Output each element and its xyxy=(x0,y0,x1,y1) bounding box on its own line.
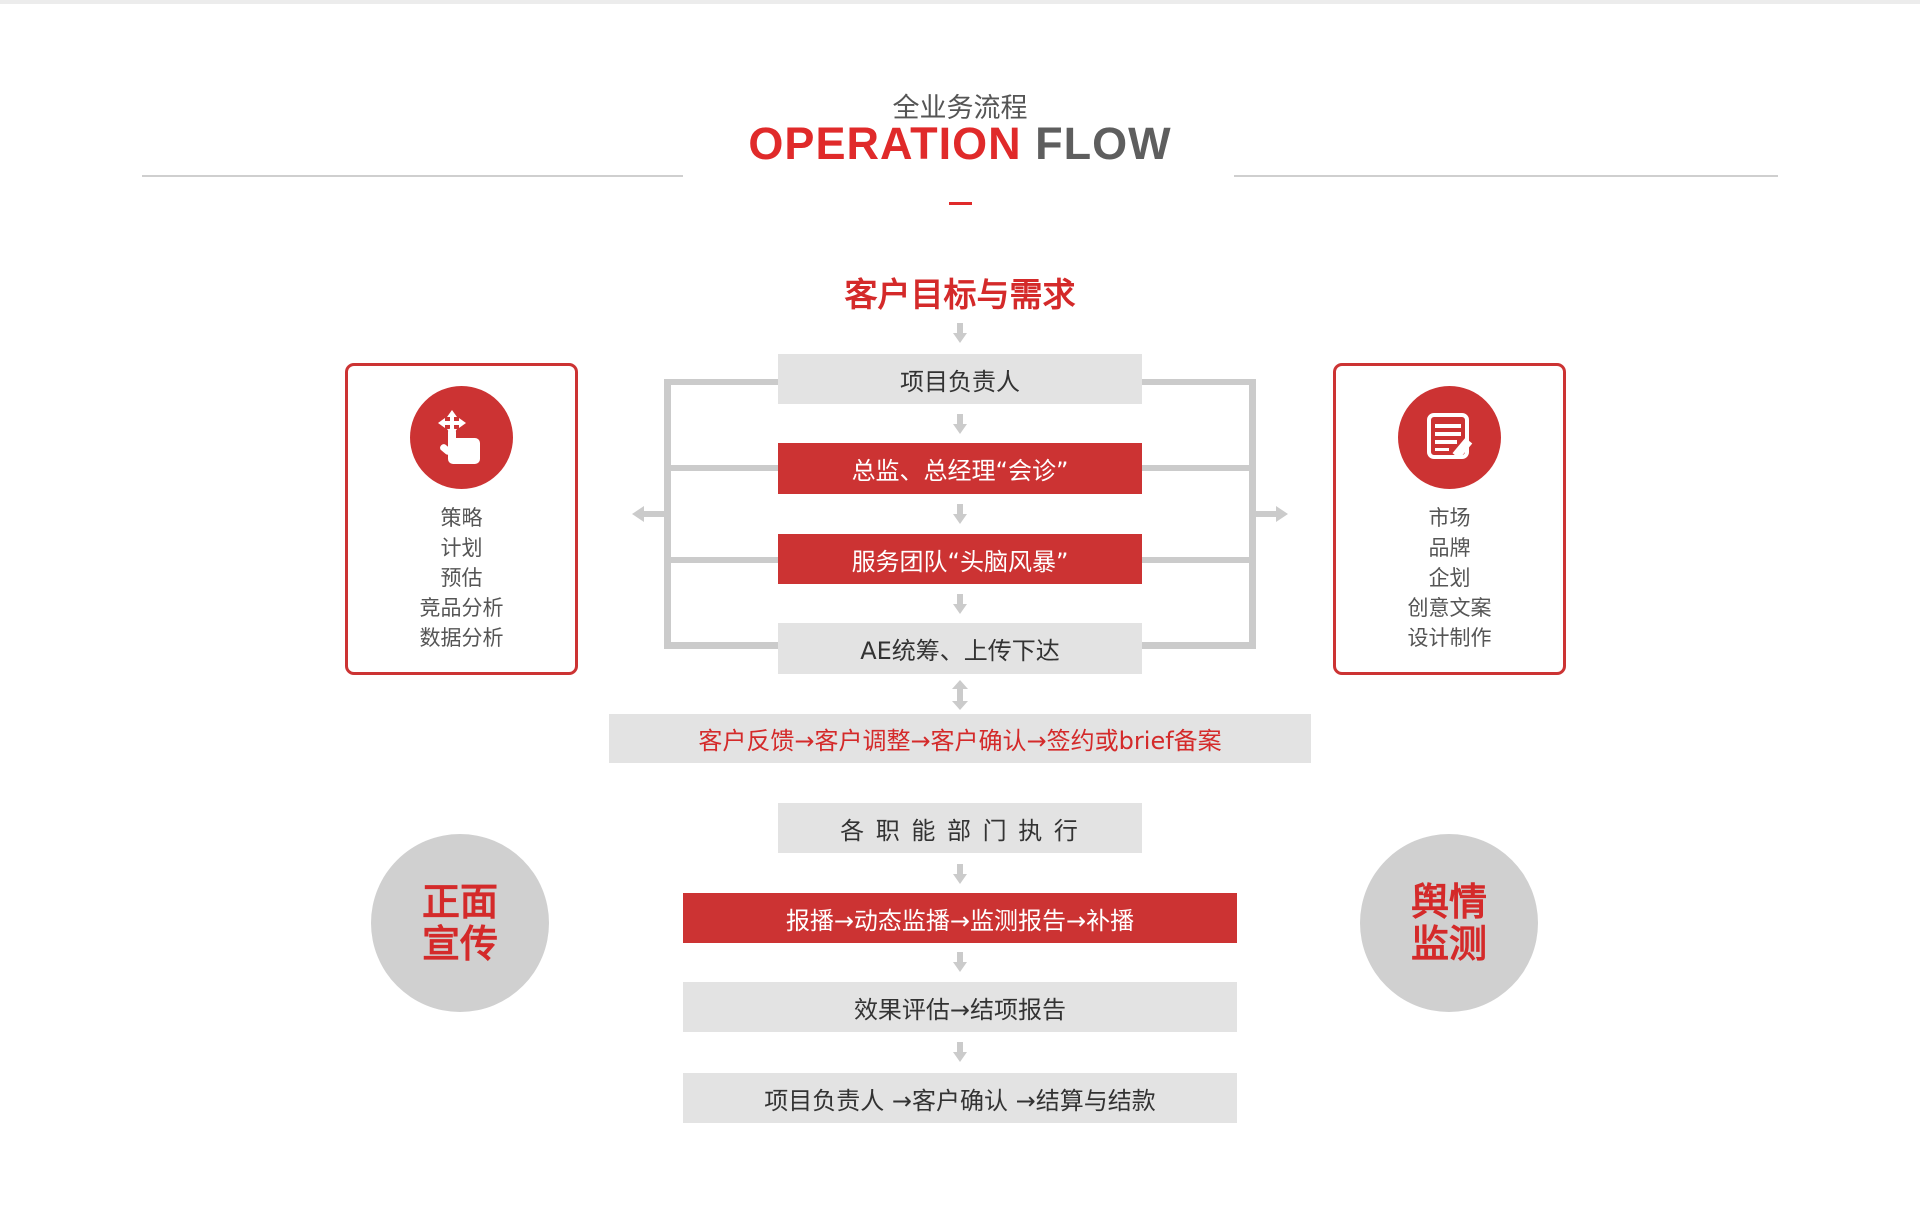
arrow-down-icon xyxy=(953,414,967,434)
step-settlement: 项目负责人 →客户确认 →结算与结款 xyxy=(683,1073,1237,1123)
document-edit-icon xyxy=(1398,386,1501,489)
feedback-step: 客户反馈→客户调整→客户确认→签约或brief备案 xyxy=(609,714,1311,763)
title-accent xyxy=(949,202,972,205)
goal-heading: 客户目标与需求 xyxy=(844,275,1076,314)
connector xyxy=(1142,642,1256,649)
step-director-consult: 总监、总经理“会诊” xyxy=(778,443,1142,494)
list-item: 竞品分析 xyxy=(419,596,504,620)
badge-line: 监测 xyxy=(1410,922,1487,966)
title-gray: FLOW xyxy=(1035,118,1172,169)
bracket-right xyxy=(1249,379,1256,649)
arrow-down-icon xyxy=(953,323,967,343)
connector xyxy=(1142,379,1256,385)
badge-line: 正面 xyxy=(421,880,498,924)
step-project-lead: 项目负责人 xyxy=(778,354,1142,404)
list-item: 品牌 xyxy=(1428,536,1471,560)
right-panel: 市场 品牌 企划 创意文案 设计制作 xyxy=(1333,363,1566,675)
bracket-left xyxy=(664,379,671,649)
arrow-down-icon xyxy=(953,504,967,524)
arrow-down-icon xyxy=(953,594,967,614)
list-item: 数据分析 xyxy=(419,626,504,650)
positive-publicity-badge: 正面宣传 xyxy=(371,834,549,1012)
list-item: 企划 xyxy=(1428,566,1471,590)
divider-right xyxy=(1234,175,1778,177)
badge-line: 宣传 xyxy=(421,922,498,966)
badge-line: 舆情 xyxy=(1410,880,1487,924)
page-title: OPERATION FLOW xyxy=(0,118,1920,170)
step-departments-execute: 各 职 能 部 门 执 行 xyxy=(778,803,1142,853)
list-item: 市场 xyxy=(1428,506,1471,530)
right-panel-list: 市场 品牌 企划 创意文案 设计制作 xyxy=(1336,503,1563,653)
connector xyxy=(664,465,778,471)
connector xyxy=(664,379,778,385)
arrow-right-icon xyxy=(1254,506,1288,522)
left-panel-list: 策略 计划 预估 竞品分析 数据分析 xyxy=(348,503,575,653)
list-item: 预估 xyxy=(440,566,483,590)
list-item: 计划 xyxy=(440,536,483,560)
step-brainstorm: 服务团队“头脑风暴” xyxy=(778,534,1142,584)
title-red: OPERATION xyxy=(748,118,1022,169)
subtitle: 全业务流程 xyxy=(892,93,1028,124)
hand-pointer-move-icon xyxy=(410,386,513,489)
connector xyxy=(1142,557,1256,563)
step-ae-coordination: AE统筹、上传下达 xyxy=(778,623,1142,674)
step-evaluation-report: 效果评估→结项报告 xyxy=(683,982,1237,1032)
step-broadcast-monitor: 报播→动态监播→监测报告→补播 xyxy=(683,893,1237,943)
arrow-left-icon xyxy=(632,506,666,522)
list-item: 设计制作 xyxy=(1407,626,1492,650)
list-item: 策略 xyxy=(440,506,483,530)
arrow-down-icon xyxy=(953,1042,967,1062)
arrow-updown-icon xyxy=(952,680,968,710)
list-item: 创意文案 xyxy=(1407,596,1492,620)
connector xyxy=(664,557,778,563)
divider-left xyxy=(142,175,683,177)
arrow-down-icon xyxy=(953,864,967,884)
arrow-down-icon xyxy=(953,952,967,972)
left-panel: 策略 计划 预估 竞品分析 数据分析 xyxy=(345,363,578,675)
top-bar xyxy=(0,0,1920,4)
connector xyxy=(664,642,778,649)
public-opinion-monitoring-badge: 舆情监测 xyxy=(1360,834,1538,1012)
connector xyxy=(1142,465,1256,471)
